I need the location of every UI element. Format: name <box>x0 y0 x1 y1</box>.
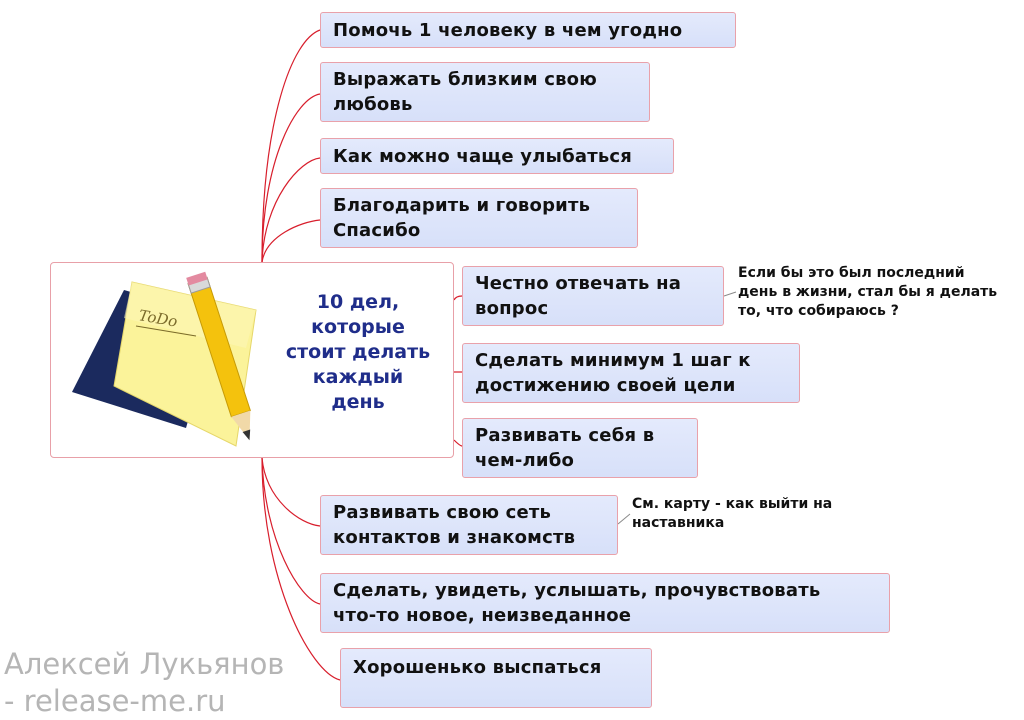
connector-7 <box>453 439 463 447</box>
topic-self-development[interactable]: Развивать себя в чем-либо <box>462 418 698 478</box>
topic-smile[interactable]: Как можно чаще улыбаться <box>320 138 674 174</box>
connector-2 <box>261 93 321 263</box>
topic-answer-honestly[interactable]: Честно отвечать на вопрос <box>462 266 724 326</box>
connector-8 <box>261 457 321 527</box>
connector-1 <box>261 29 321 263</box>
topic-step-to-goal[interactable]: Сделать минимум 1 шаг к достижению своей… <box>462 343 800 403</box>
central-topic-title: 10 дел, которые стоит делать каждый день <box>285 291 431 413</box>
note-mentor-map: См. карту - как выйти на наставника <box>632 496 833 531</box>
topic-sleep-well[interactable]: Хорошенько выспаться <box>340 648 652 708</box>
topic-something-new[interactable]: Сделать, увидеть, услышать, прочувствова… <box>320 573 890 633</box>
note-last-day-question: Если бы это был последний день в жизни, … <box>738 265 998 319</box>
note-connector-1 <box>723 291 737 297</box>
topic-express-love[interactable]: Выражать близким свою любовь <box>320 62 650 122</box>
topic-say-thanks[interactable]: Благодарить и говорить Спасибо <box>320 188 638 248</box>
todo-note-pencil-icon: ToDo <box>72 271 257 447</box>
connector-5 <box>453 295 463 301</box>
connector-9 <box>261 457 321 605</box>
topic-network[interactable]: Развивать свою сеть контактов и знакомст… <box>320 495 618 555</box>
author-watermark: Алексей Лукьянов - release-me.ru <box>4 647 285 718</box>
topic-help-one-person[interactable]: Помочь 1 человеку в чем угодно <box>320 12 736 48</box>
connector-3 <box>261 157 321 263</box>
connector-10 <box>261 457 341 681</box>
note-connector-2 <box>617 513 631 525</box>
connector-4 <box>261 219 321 263</box>
